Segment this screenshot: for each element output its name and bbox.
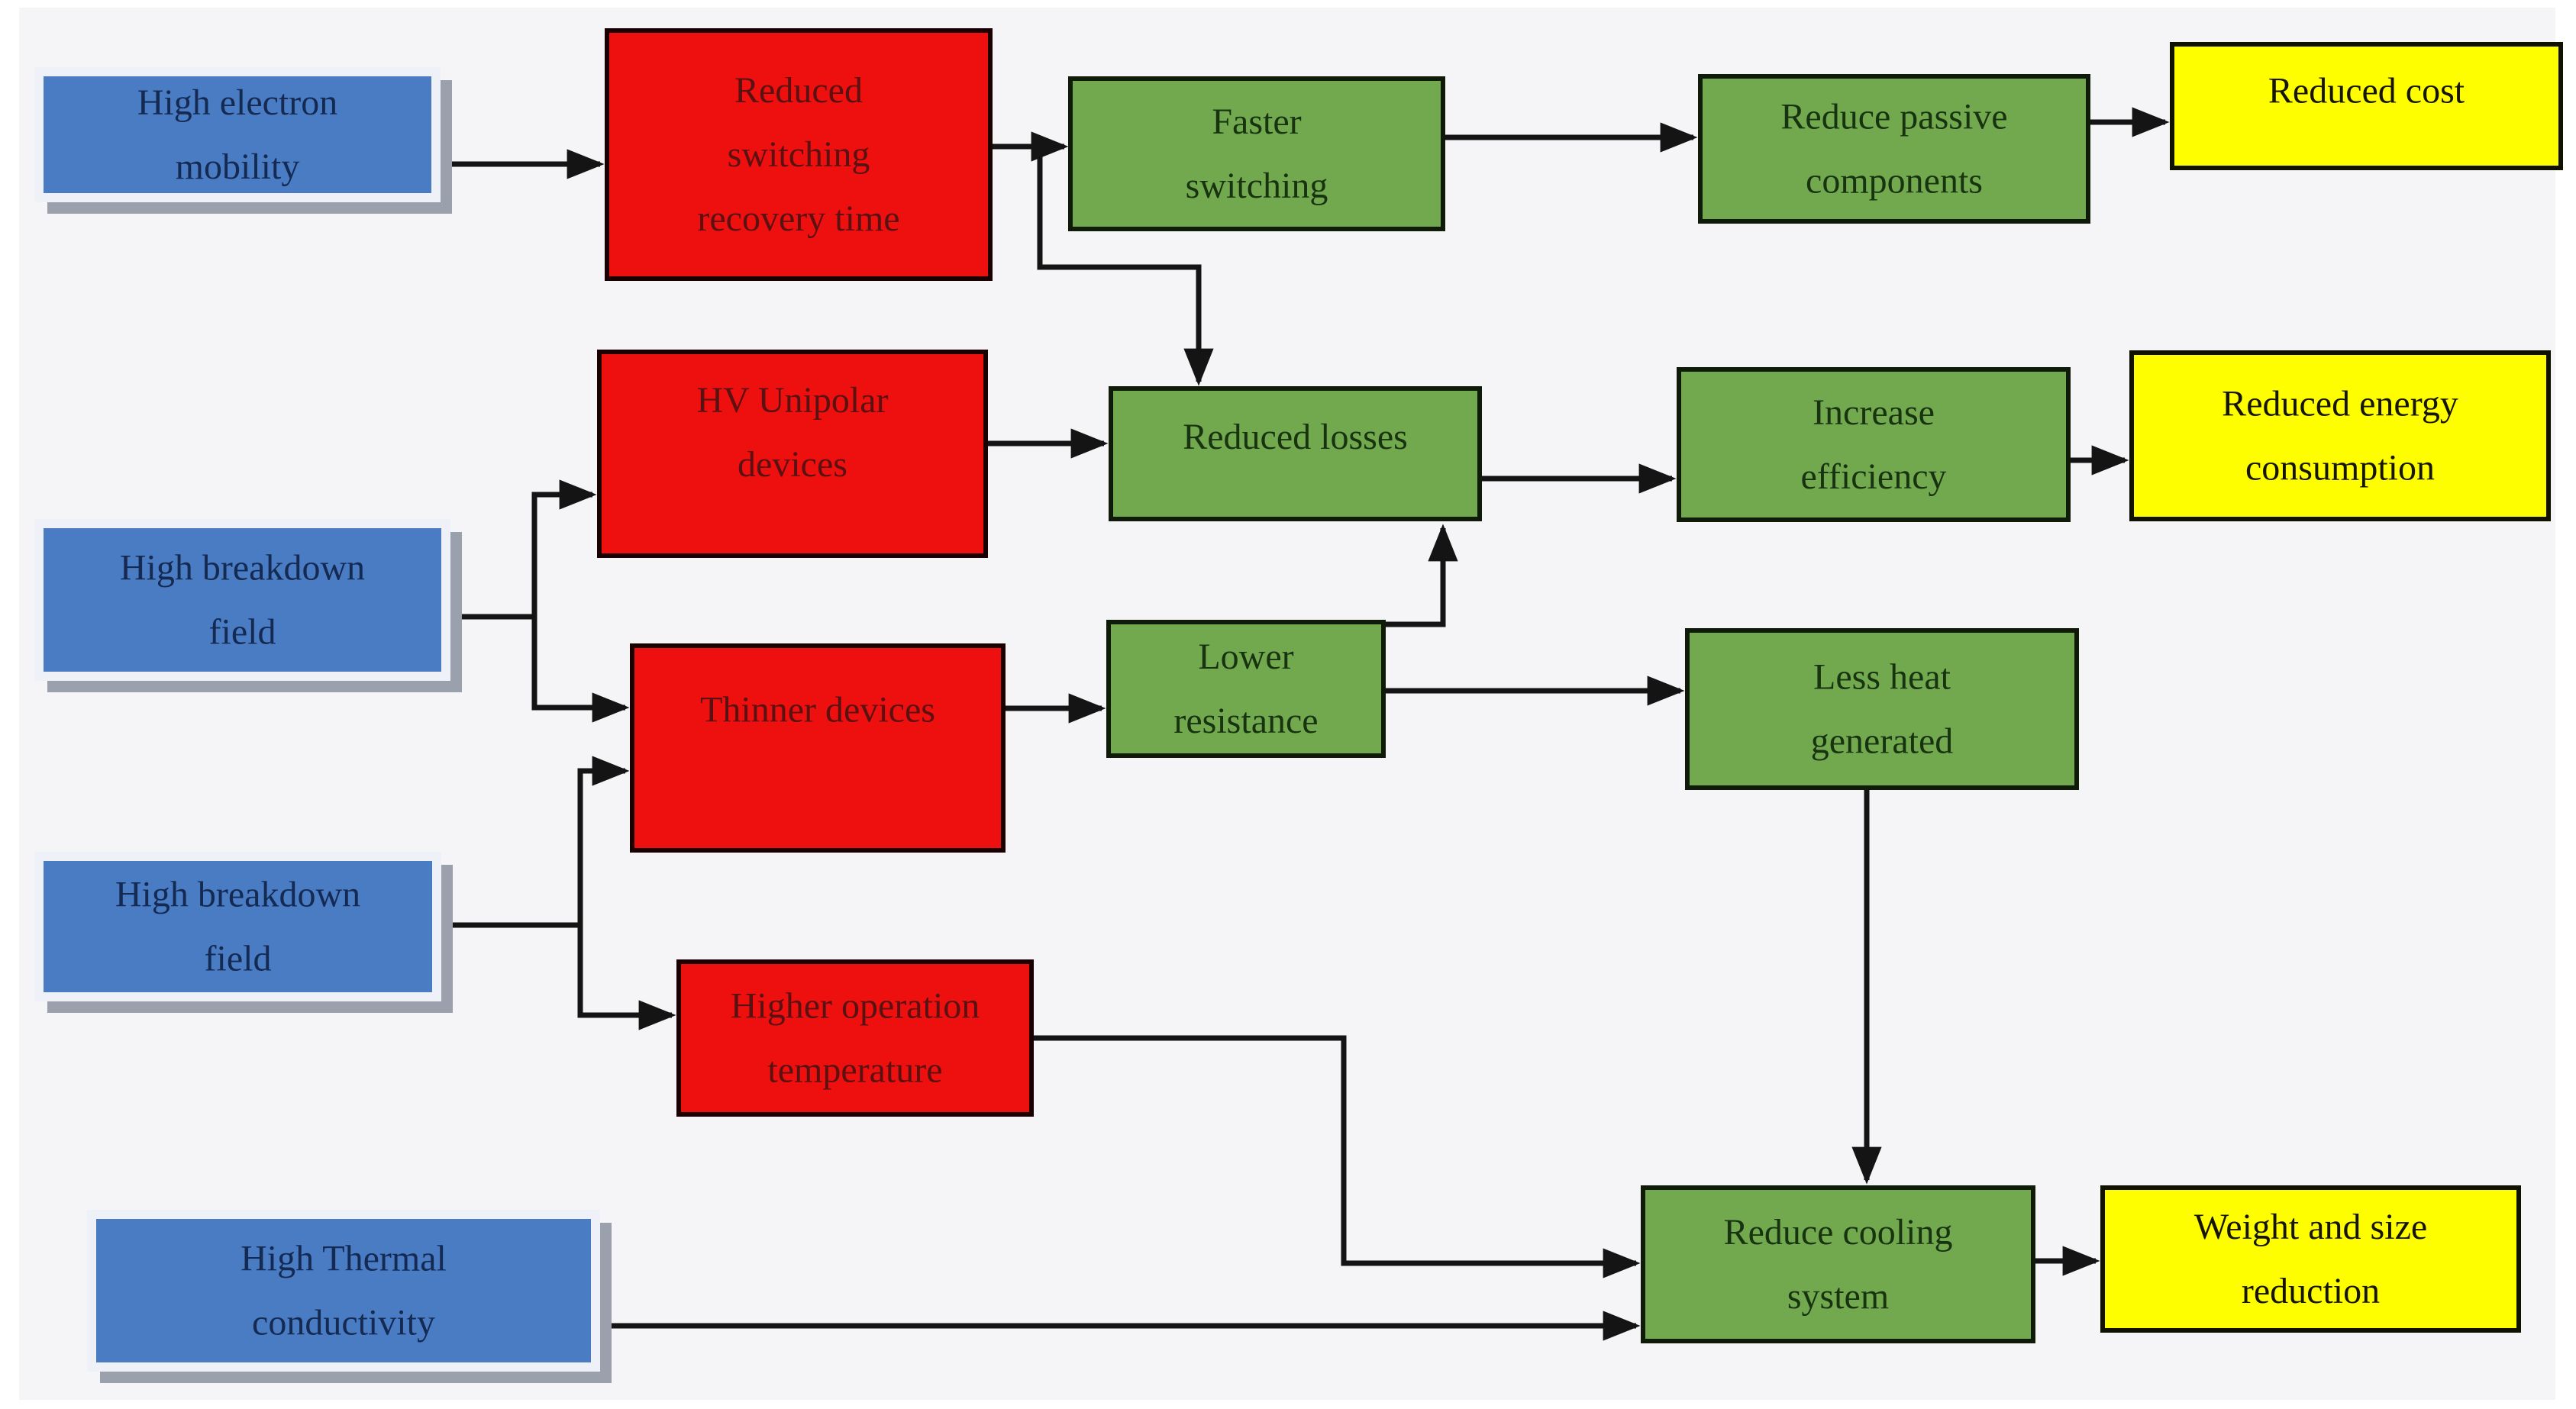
node-reduce-passive-components-label: Reduce passive <box>1780 97 2007 137</box>
edge-lower-resistance-to-reduced-losses <box>1386 524 1458 627</box>
node-weight-and-size-reduction-box <box>2100 1185 2521 1333</box>
node-reduce-cooling-system-box <box>1641 1185 2035 1343</box>
node-hv-unipolar-devices-label: HV Unipolar <box>696 380 888 421</box>
node-reduced-energy-consumption-label: consumption <box>2245 448 2435 488</box>
node-high-thermal-conductivity-label: High Thermal <box>240 1239 447 1279</box>
node-weight-and-size-reduction: Weight and size reduction <box>2100 1185 2521 1333</box>
node-high-breakdown-field-1-label: High breakdown <box>120 548 365 588</box>
node-high-electron-mobility: High electron mobility <box>34 67 452 214</box>
node-lower-resistance-label: resistance <box>1173 701 1318 741</box>
node-faster-switching-label: Faster <box>1212 102 1301 142</box>
node-high-breakdown-field-2-box <box>44 861 432 992</box>
node-high-thermal-conductivity-label: conductivity <box>252 1303 435 1343</box>
node-lower-resistance-box <box>1106 620 1386 758</box>
edge-high-breakdown-field-2-to-higher-operation-temperature <box>577 923 676 1030</box>
node-reduced-losses: Reduced losses <box>1109 386 1482 521</box>
node-high-electron-mobility-label: mobility <box>176 147 300 187</box>
node-reduced-switching-recovery-time-label: Reduced <box>734 70 863 111</box>
node-reduced-losses-label: Reduced losses <box>1183 417 1408 457</box>
node-reduced-switching-recovery-time-label: recovery time <box>697 198 899 239</box>
node-reduced-cost: Reduced cost <box>2170 42 2563 170</box>
node-hv-unipolar-devices-box <box>597 350 988 558</box>
edge-high-breakdown-field-1-to-hv-unipolar-devices <box>531 479 597 619</box>
node-high-thermal-conductivity: High Thermal conductivity <box>87 1210 612 1383</box>
node-thinner-devices-label: Thinner devices <box>700 690 935 730</box>
node-weight-and-size-reduction-label: reduction <box>2242 1271 2380 1311</box>
node-reduce-passive-components-label: components <box>1806 161 1983 202</box>
node-high-breakdown-field-1-label: field <box>209 612 276 653</box>
node-hv-unipolar-devices: HV Unipolar devices <box>597 350 988 558</box>
node-faster-switching-label: switching <box>1186 166 1328 206</box>
node-faster-switching: Faster switching <box>1068 76 1445 231</box>
node-reduce-passive-components-box <box>1698 74 2090 224</box>
edge-higher-operation-temperature-to-reduce-cooling-system <box>1031 1035 1641 1278</box>
node-high-thermal-conductivity-box <box>96 1219 591 1362</box>
node-increase-efficiency: Increase efficiency <box>1677 367 2071 522</box>
node-thinner-devices-box <box>630 643 1006 853</box>
edge-high-breakdown-field-1-to-thinner-devices <box>531 614 630 723</box>
node-reduced-energy-consumption-box <box>2129 350 2551 521</box>
node-reduce-cooling-system-label: Reduce cooling <box>1724 1212 1953 1253</box>
node-lower-resistance-label: Lower <box>1198 637 1293 677</box>
node-less-heat-generated: Less heat generated <box>1685 628 2079 790</box>
node-reduce-passive-components: Reduce passive components <box>1698 74 2090 224</box>
node-higher-operation-temperature: Higher operation temperature <box>676 959 1034 1117</box>
node-faster-switching-box <box>1068 76 1445 231</box>
edge-high-breakdown-field-2-to-thinner-devices <box>577 756 630 927</box>
node-reduced-energy-consumption: Reduced energy consumption <box>2129 350 2551 521</box>
node-high-breakdown-field-2-label: field <box>205 939 272 979</box>
node-increase-efficiency-box <box>1677 367 2071 522</box>
node-high-electron-mobility-box <box>44 76 431 193</box>
node-reduced-switching-recovery-time-box <box>605 28 993 281</box>
node-reduced-switching-recovery-time-label: switching <box>728 134 870 175</box>
edge-reduced-switching-recovery-time-branch-to-reduced-losses <box>1037 149 1214 386</box>
node-increase-efficiency-label: Increase <box>1813 392 1935 433</box>
node-reduced-cost-label: Reduced cost <box>2268 71 2465 111</box>
node-reduced-cost-box <box>2170 42 2563 170</box>
node-reduced-energy-consumption-label: Reduced energy <box>2222 384 2458 424</box>
node-reduce-cooling-system-label: system <box>1787 1276 1889 1317</box>
node-high-electron-mobility-label: High electron <box>137 82 338 123</box>
node-thinner-devices: Thinner devices <box>630 643 1006 853</box>
node-increase-efficiency-label: efficiency <box>1801 456 1947 497</box>
node-less-heat-generated-box <box>1685 628 2079 790</box>
node-higher-operation-temperature-box <box>676 959 1034 1117</box>
node-hv-unipolar-devices-label: devices <box>738 444 847 485</box>
node-high-breakdown-field-1-box <box>44 528 441 672</box>
node-reduce-cooling-system: Reduce cooling system <box>1641 1185 2035 1343</box>
node-higher-operation-temperature-label: Higher operation <box>731 986 980 1027</box>
node-reduced-losses-box <box>1109 386 1482 521</box>
node-less-heat-generated-label: generated <box>1811 721 1954 762</box>
node-less-heat-generated-label: Less heat <box>1813 657 1951 698</box>
node-reduced-switching-recovery-time: Reduced switching recovery time <box>605 28 993 281</box>
node-lower-resistance: Lower resistance <box>1106 620 1386 758</box>
node-high-breakdown-field-2-label: High breakdown <box>115 875 360 915</box>
node-high-breakdown-field-2: High breakdown field <box>34 852 453 1013</box>
node-high-breakdown-field-1: High breakdown field <box>34 519 462 692</box>
node-higher-operation-temperature-label: temperature <box>767 1050 942 1091</box>
node-weight-and-size-reduction-label: Weight and size <box>2194 1207 2427 1247</box>
